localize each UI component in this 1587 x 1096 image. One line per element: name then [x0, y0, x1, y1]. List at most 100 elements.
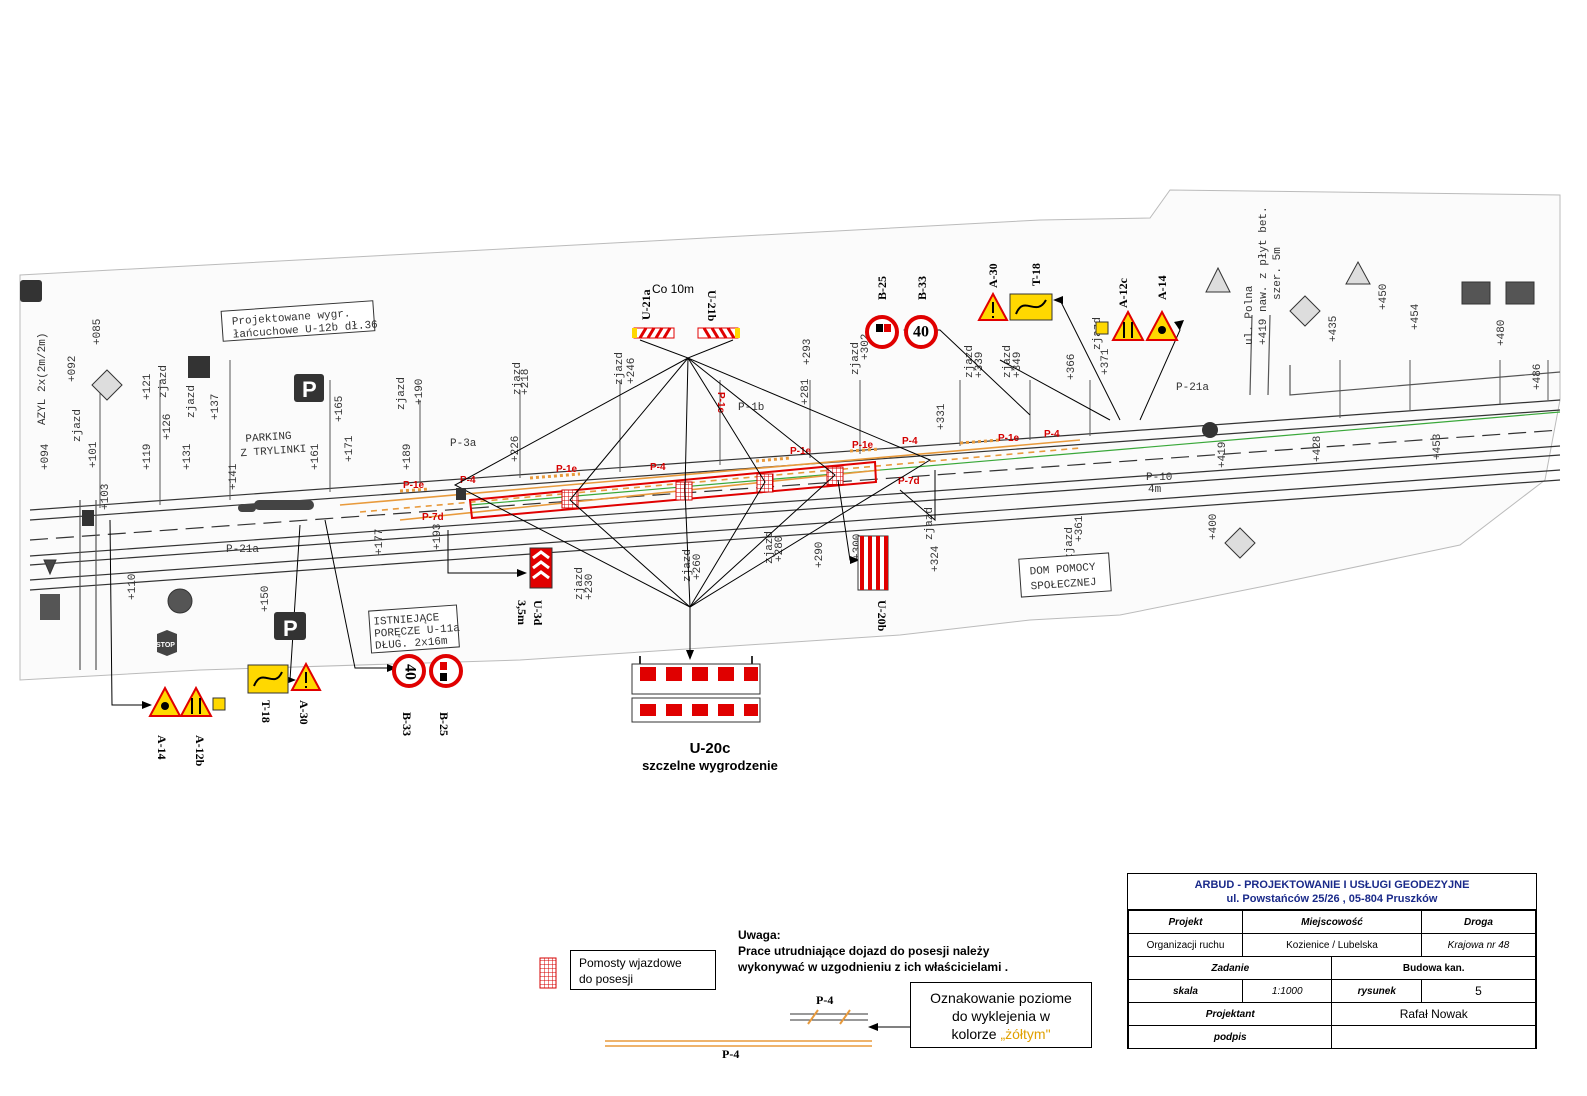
zjazd-label: zjazd: [1002, 345, 1014, 378]
chainage-label: +119: [142, 444, 154, 470]
sign-code: A-12c: [1116, 277, 1130, 308]
tb-header: Projekt: [1128, 910, 1243, 934]
zjazd-label: zjazd: [924, 507, 936, 540]
parking-sign-icon: [274, 612, 306, 640]
azyl-label: AZYL 2x(2m/2m): [37, 333, 49, 425]
island-marker: [456, 488, 466, 500]
company-address: ul. Powstańców 25/26 , 05-804 Pruszków: [1226, 893, 1438, 905]
tb-value: Budowa kan.: [1331, 956, 1536, 980]
chainage-label: +280: [774, 536, 786, 562]
warning-sign-icon: [1345, 260, 1371, 285]
sign-b25-left: B-25: [429, 654, 463, 736]
u20c-description: szczelne wygrodzenie: [642, 758, 778, 773]
tb-header: rysunek: [1331, 979, 1423, 1003]
diamond-sign-icon: [1224, 527, 1256, 559]
chainage-label: +126: [162, 414, 174, 440]
pomosty-legend: Pomosty wjazdowe do posesji: [570, 950, 716, 990]
chainage-ticks: [99, 360, 1549, 508]
sign-code: U-21b: [705, 290, 719, 322]
chainage-label: +293: [802, 339, 814, 365]
p10-length: 4m: [1148, 484, 1162, 496]
marking-label: P-1e: [852, 440, 874, 451]
parking-label: PARKING: [245, 431, 292, 446]
sign-u20b: U-20b: [857, 535, 889, 632]
yellow-note-line: do wyklejenia w: [951, 1008, 1051, 1024]
chainage-label: +281: [800, 378, 812, 405]
title-block-header: ARBUD - PROJEKTOWANIE I USŁUGI GEODEZYJN…: [1128, 874, 1536, 910]
u21a-spacing-note: Co 10m: [652, 282, 694, 296]
road-edges: [29, 314, 1561, 670]
chainage-label: +230: [584, 574, 596, 600]
marking-label: P-4: [460, 475, 476, 486]
marking-label: P-7d: [898, 476, 920, 487]
p4-legend-label: P-4: [816, 993, 833, 1007]
zjazd-label: zjazd: [764, 531, 776, 564]
parking-sign-letter: P: [302, 377, 317, 402]
marking-labels: P-1e P-4 P-1e P-4 P-1e P-1e P-4 P-1e P-4…: [403, 392, 1060, 523]
d15-sign-icon: [1461, 281, 1491, 305]
sign-b33-right: 40 B-33: [904, 276, 938, 349]
chainage-label: +141: [228, 463, 240, 490]
chainage-label: +193: [432, 524, 444, 550]
ul-polna-label: szer. 5m: [1272, 247, 1284, 300]
sign-plate: [212, 697, 226, 711]
chainage-label: +092: [67, 356, 79, 382]
u20c-caption: U-20c szczelne wygrodzenie: [620, 740, 800, 774]
no-overtaking-icon: [429, 654, 463, 688]
chainage-label: +177: [374, 529, 386, 555]
p21a-label: P-21a: [226, 544, 259, 556]
pomost-square: [675, 481, 693, 501]
chainage-label: +480: [1496, 320, 1508, 346]
u3d-width: 3,5m: [515, 600, 529, 625]
sign-code: A-30: [986, 263, 1000, 288]
chainage-label: +101: [88, 441, 100, 468]
title-block: ARBUD - PROJEKTOWANIE I USŁUGI GEODEZYJN…: [1127, 873, 1537, 1049]
zjazd-label: zjazd: [614, 352, 626, 385]
zjazd-label: zjazd: [72, 409, 84, 442]
tb-header: skala: [1128, 979, 1243, 1003]
chainage-label: +189: [402, 444, 414, 470]
tb-value: 1:1000: [1241, 979, 1333, 1003]
speed-limit-value: 40: [401, 664, 418, 680]
u20c-code: U-20c: [689, 740, 731, 757]
tb-header: Zadanie: [1127, 956, 1333, 980]
marking-label: P-1e: [715, 392, 726, 414]
dom-pomocy-label: SPOŁECZNEJ: [1030, 577, 1097, 594]
marking-label: P-4: [1044, 429, 1060, 440]
marking-label: P-1e: [998, 433, 1020, 444]
legend-text: Pomosty wjazdowe: [579, 956, 682, 970]
sign-u3d: U-3d 3,5m: [515, 547, 553, 626]
chainage-labels: +085 +092 +094 +101 +103 +110 +119 +121 …: [40, 284, 1544, 612]
pomost-square: [826, 466, 844, 486]
chainage-label: +454: [1410, 303, 1422, 330]
chainage-label: +400: [1208, 514, 1220, 540]
sign-plate: [1095, 321, 1109, 335]
tb-header: podpis: [1127, 1025, 1333, 1049]
tb-value: Rafał Nowak: [1331, 1002, 1536, 1026]
chainage-label: +131: [182, 443, 194, 470]
marking-label: P-1e: [556, 464, 578, 475]
marking-label: P-4: [902, 436, 918, 447]
sign-code: U-3d: [531, 600, 545, 626]
existing-railing-label: ISTNIEJĄCE: [373, 612, 440, 629]
chainage-label: +226: [510, 436, 522, 462]
map-scan-area: [19, 189, 1561, 681]
chainage-label: +094: [40, 443, 52, 470]
p1e-dotted-segments: [399, 438, 1001, 493]
sign-u21b: U-21b: [697, 290, 740, 339]
sign-a12b-left: A-12b: [179, 685, 226, 767]
tb-header: Miejscowość: [1241, 910, 1423, 934]
axis-line: [469, 411, 1561, 506]
roundabout-marker-icon: [1202, 422, 1218, 438]
note-line: Prace utrudniające dojazd do posesji nal…: [738, 944, 990, 958]
map-existing-signs: P P STOP: [20, 260, 1535, 656]
tb-value: Organizacji ruchu: [1128, 933, 1243, 957]
tb-value: Kozienice / Lubelska: [1241, 933, 1423, 957]
pomost-legend-swatch: [539, 957, 557, 989]
info-sign-icon: [40, 594, 60, 620]
ul-polna-label: +419 naw. z płyt bet.: [1258, 206, 1270, 345]
zjazd-label: zjazd: [964, 345, 976, 378]
chainage-label: +331: [936, 403, 948, 430]
chainage-label: +371: [1100, 348, 1112, 375]
